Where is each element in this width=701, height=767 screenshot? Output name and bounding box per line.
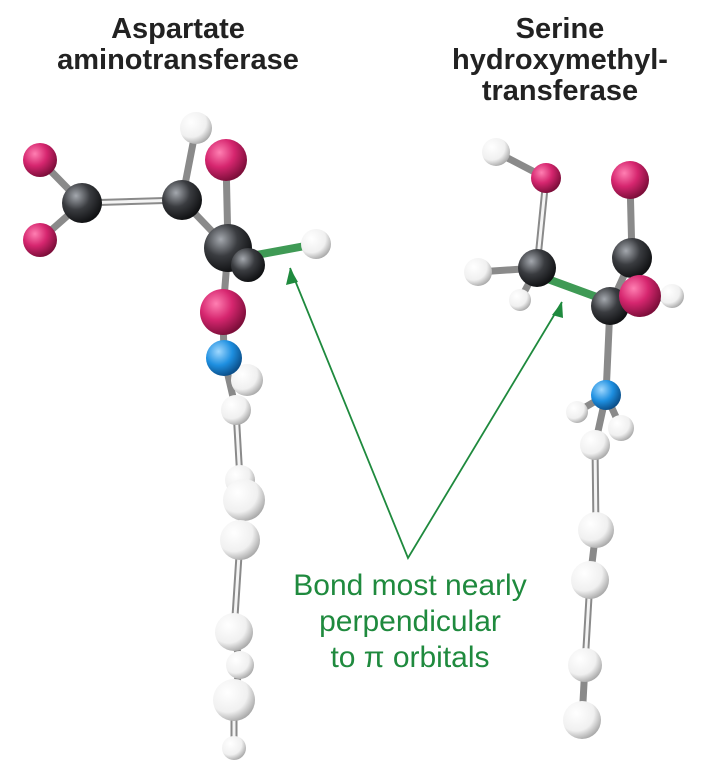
- right-title-line-3: transferase: [481, 75, 639, 107]
- right-carbon-atom-1: [518, 249, 556, 287]
- left-hydrogen-atom-8: [215, 613, 253, 651]
- left-hydrogen-atom-3: [231, 364, 263, 396]
- left-arrowhead: [286, 268, 298, 285]
- left-carbon-atom-1: [62, 183, 102, 223]
- caption-line-2: perpendicular: [319, 605, 501, 638]
- right-hydrogen-atom-5: [566, 401, 588, 423]
- left-title-line-2: aminotransferase: [57, 44, 299, 76]
- right-molecule-title: Serine hydroxymethyl- transferase: [440, 14, 680, 107]
- right-hydrogen-atom-1: [482, 138, 510, 166]
- left-oxygen-atom-4: [200, 289, 246, 335]
- left-hydrogen-atom-11: [222, 736, 246, 760]
- left-nitrogen-atom: [206, 340, 242, 376]
- right-molecule-atoms: [464, 138, 684, 739]
- left-molecule-bonds-outline: [80, 198, 242, 750]
- left-title-line-1: Aspartate: [111, 13, 245, 45]
- left-hydrogen-atom-10: [213, 679, 255, 721]
- right-arrowhead: [552, 302, 563, 318]
- left-hydrogen-atom-2: [301, 229, 331, 259]
- left-hydrogen-atom-6: [223, 479, 265, 521]
- caption-line-1: Bond most nearly: [293, 569, 527, 602]
- right-hydrogen-atom-4: [660, 284, 684, 308]
- right-oxygen-atom-3: [619, 275, 661, 317]
- left-molecule-title: Aspartate aminotransferase: [18, 14, 338, 76]
- right-nitrogen-atom: [591, 380, 621, 410]
- right-hydrogen-atom-11: [563, 701, 601, 739]
- left-molecule-atoms: [23, 112, 331, 760]
- right-hydrogen-atom-2: [464, 258, 492, 286]
- left-molecule-bonds: [36, 124, 251, 752]
- left-oxygen-atom-2: [23, 223, 57, 257]
- right-hydrogen-atom-7: [580, 430, 610, 460]
- right-hydrogen-atom-10: [568, 648, 602, 682]
- left-carbon-atom-4: [231, 248, 265, 282]
- caption-line-3: to π orbitals: [330, 641, 490, 674]
- left-hydrogen-atom-4: [221, 395, 251, 425]
- bond-caption: Bond most nearly perpendicular to π orbi…: [230, 568, 590, 676]
- left-carbon-atom-2: [162, 180, 202, 220]
- right-carbon-atom-2: [612, 238, 652, 278]
- left-oxygen-atom-1: [23, 143, 57, 177]
- right-hydrogen-atom-3: [509, 289, 531, 311]
- annotation-arrow: [289, 267, 563, 561]
- left-hydrogen-atom-1: [180, 112, 212, 144]
- left-hydrogen-atom-9: [226, 651, 254, 679]
- left-hydrogen-atom-7: [220, 520, 260, 560]
- right-oxygen-atom-1: [531, 163, 561, 193]
- right-title-line-1: Serine: [515, 13, 605, 45]
- right-hydrogen-atom-9: [571, 561, 609, 599]
- left-oxygen-atom-3: [205, 139, 247, 181]
- right-hydrogen-atom-8: [578, 512, 614, 548]
- right-oxygen-atom-2: [611, 161, 649, 199]
- right-title-line-2: hydroxymethyl-: [452, 44, 668, 76]
- right-hydrogen-atom-6: [608, 415, 634, 441]
